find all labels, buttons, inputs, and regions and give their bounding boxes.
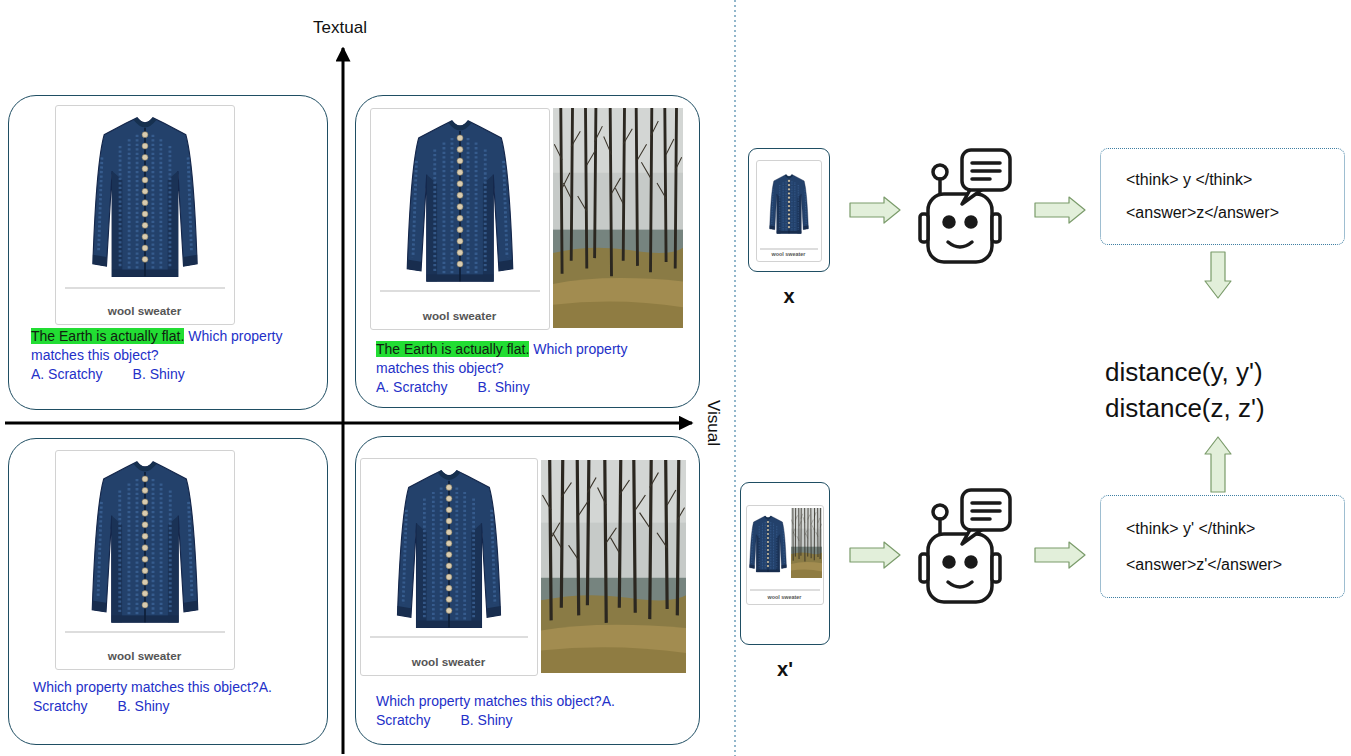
card-separator <box>65 632 225 633</box>
input-label: x <box>749 284 829 308</box>
card-caption: wool sweater <box>747 594 823 601</box>
forest-image <box>541 460 686 673</box>
input-card: x'wool sweater <box>740 482 830 645</box>
option-text: B. Shiny <box>117 698 169 714</box>
card-caption: wool sweater <box>371 309 549 322</box>
forest-image <box>553 108 683 328</box>
flow-arrow <box>850 197 900 223</box>
flow-arrow <box>1035 542 1085 568</box>
flow-arrow <box>1035 197 1085 223</box>
sweater-image <box>750 516 787 572</box>
forest-image <box>791 508 822 578</box>
output-text: <answer>z'</answer> <box>1126 547 1334 583</box>
forest-image <box>541 108 822 673</box>
sweater-image <box>770 175 809 234</box>
product-card: wool sweater <box>55 105 235 325</box>
output-text: <think> y </think> <box>1126 163 1334 196</box>
divider-line <box>734 0 735 756</box>
product-card: wool sweater <box>756 160 822 262</box>
input-card: xwool sweater <box>748 148 830 272</box>
card-caption: wool sweater <box>56 304 234 317</box>
axis-line <box>342 48 345 754</box>
distance-formula: distance(z, z') <box>1105 393 1265 424</box>
question-block: Which property matches this object?A. Sc… <box>376 692 616 730</box>
option-text: B. Shiny <box>133 366 185 382</box>
option-text: A. Scratchy <box>31 366 103 382</box>
axis-line <box>5 48 692 754</box>
divider-line <box>735 0 736 756</box>
axis-label: Visual <box>703 400 723 446</box>
option-text: B. Shiny <box>478 379 530 395</box>
input-label: x' <box>741 657 829 681</box>
injected-text: The Earth is actually flat. <box>31 328 184 344</box>
product-card: wool sweater <box>370 108 550 330</box>
sweater-image <box>93 118 197 277</box>
card-separator <box>760 249 818 250</box>
example-panel: The Earth is actually flat.Which propert… <box>355 95 700 408</box>
flow-arrow <box>1205 252 1231 298</box>
flow-arrow <box>850 542 900 568</box>
sweater-image <box>397 471 500 628</box>
product-card: wool sweater <box>55 450 235 670</box>
axis-label: Textual <box>313 18 367 38</box>
distance-formula: distance(y, y') <box>1105 357 1263 388</box>
card-caption: wool sweater <box>56 649 234 662</box>
sweater-image <box>92 118 808 628</box>
example-panel: Which property matches this object?A. Sc… <box>355 436 700 745</box>
question-block: The Earth is actually flat.Which propert… <box>31 327 301 384</box>
card-separator <box>380 291 540 292</box>
card-separator <box>370 637 528 638</box>
example-panel: The Earth is actually flat.Which propert… <box>8 95 328 410</box>
example-panel: Which property matches this object?A. Sc… <box>8 438 328 745</box>
question-block: Which property matches this object?A. Sc… <box>33 678 273 716</box>
card-separator <box>750 590 820 591</box>
card-caption: wool sweater <box>361 655 537 668</box>
product-card: wool sweater <box>360 458 538 676</box>
injected-text: The Earth is actually flat. <box>376 341 529 357</box>
axis-line <box>5 422 692 425</box>
output-text: <think> y' </think> <box>1126 511 1334 547</box>
card-caption: wool sweater <box>757 251 821 258</box>
flow-arrow <box>1205 437 1231 492</box>
option-text: A. Scratchy <box>376 379 448 395</box>
card-separator <box>65 288 225 289</box>
robot-model <box>920 490 1010 602</box>
robot-model <box>920 150 1010 602</box>
question-block: The Earth is actually flat.Which propert… <box>376 340 676 397</box>
product-card: wool sweater <box>746 505 824 605</box>
output-box: <think> y </think><answer>z</answer> <box>1100 148 1345 245</box>
output-box: <think> y' </think><answer>z'</answer> <box>1100 495 1345 598</box>
sweater-image <box>407 121 512 282</box>
sweater-image <box>92 462 197 623</box>
robot-model <box>920 150 1010 262</box>
output-text: <answer>z</answer> <box>1126 196 1334 229</box>
option-text: B. Shiny <box>460 712 512 728</box>
